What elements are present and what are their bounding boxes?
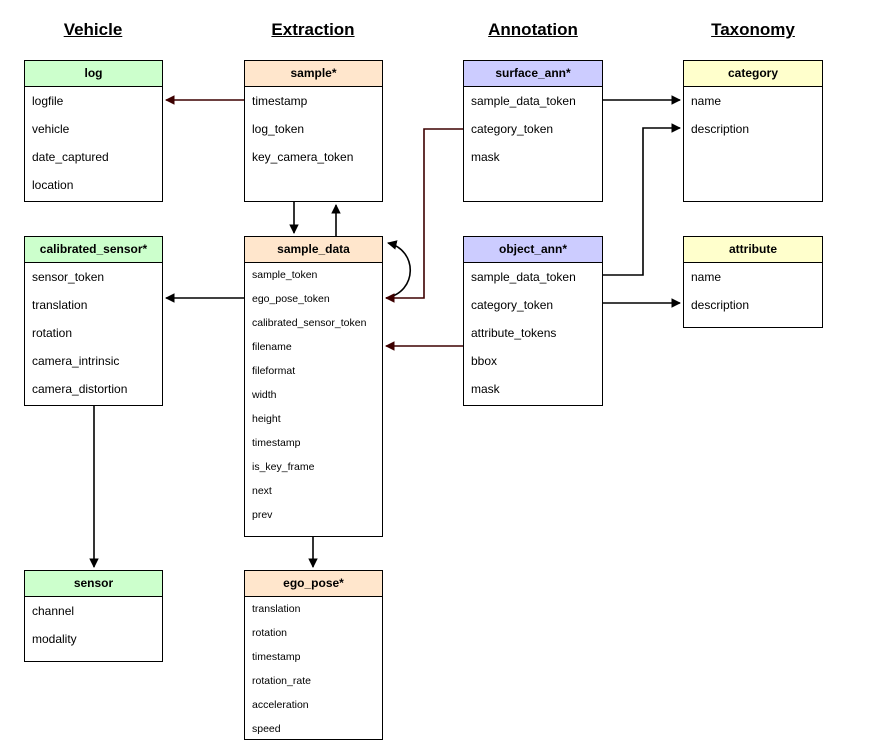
field-sample_data-is_key_frame[interactable]: is_key_frame (252, 461, 315, 473)
edge-surface-ann-to-sample-data (385, 128, 463, 303)
entity-surface_ann[interactable]: surface_ann* sample_data_token category_to… (463, 60, 603, 202)
group-title-vehicle-label: Vehicle (63, 20, 123, 39)
field-calibrated_sensor-sensor_token[interactable]: sensor_token (32, 270, 105, 284)
entity-header-attribute: attribute (684, 237, 822, 263)
field-sample-log_token[interactable]: log_token (252, 122, 305, 136)
entity-attribute[interactable]: attribute name description (683, 236, 823, 328)
field-sample_data-sample_token[interactable]: sample_token (252, 269, 318, 281)
group-title-vehicle: Vehicle (13, 20, 173, 40)
group-title-annotation: Annotation (453, 20, 613, 40)
group-title-annotation-label: Annotation (488, 20, 578, 39)
field-object_ann-attribute_tokens[interactable]: attribute_tokens (471, 326, 557, 340)
field-sample-key_camera_token[interactable]: key_camera_token (252, 150, 354, 164)
field-surface_ann-sample_data_token[interactable]: sample_data_token (471, 94, 576, 108)
entity-header-surface_ann: surface_ann* (464, 61, 602, 87)
entity-fields-attribute: name description (684, 263, 822, 319)
entity-ego_pose[interactable]: ego_pose* translation rotation timestamp rot… (244, 570, 383, 740)
entity-category[interactable]: category name description (683, 60, 823, 202)
group-title-extraction: Extraction (233, 20, 393, 40)
field-sample_data-calibrated_sensor_token[interactable]: calibrated_sensor_token (252, 317, 367, 329)
entity-object_ann[interactable]: object_ann* sample_data_token category_tok… (463, 236, 603, 406)
field-object_ann-sample_data_token[interactable]: sample_data_token (471, 270, 576, 284)
entity-fields-category: name description (684, 87, 822, 143)
entity-header-category: category (684, 61, 822, 87)
field-sensor-modality[interactable]: modality (32, 632, 77, 646)
field-calibrated_sensor-translation[interactable]: translation (32, 298, 88, 312)
entity-fields-sensor: channel modality (25, 597, 162, 653)
field-ego_pose-acceleration[interactable]: acceleration (252, 699, 309, 711)
field-attribute-description[interactable]: description (691, 298, 750, 312)
field-sample_data-height[interactable]: height (252, 413, 281, 425)
entity-fields-object_ann: sample_data_token category_token attribute… (464, 263, 602, 403)
field-sample_data-timestamp[interactable]: timestamp (252, 437, 301, 449)
field-surface_ann-mask[interactable]: mask (471, 150, 500, 164)
entity-sensor[interactable]: sensor channel modality (24, 570, 163, 662)
entity-sample[interactable]: sample* timestamp log_token key_camera_toke… (244, 60, 383, 202)
field-ego_pose-timestamp[interactable]: timestamp (252, 651, 301, 663)
field-category-description[interactable]: description (691, 122, 750, 136)
field-object_ann-category_token[interactable]: category_token (471, 298, 554, 312)
group-title-taxonomy-label: Taxonomy (711, 20, 795, 39)
field-calibrated_sensor-rotation[interactable]: rotation (32, 326, 73, 340)
field-sample_data-next[interactable]: next (252, 485, 272, 497)
field-sample-timestamp[interactable]: timestamp (252, 94, 308, 108)
field-log-logfile[interactable]: logfile (32, 94, 64, 108)
field-log-date_captured[interactable]: date_captured (32, 150, 109, 164)
group-title-taxonomy: Taxonomy (673, 20, 833, 40)
field-log-vehicle[interactable]: vehicle (32, 122, 70, 136)
field-sample_data-width[interactable]: width (252, 389, 277, 401)
field-calibrated_sensor-camera_distortion[interactable]: camera_distortion (32, 382, 128, 396)
field-calibrated_sensor-camera_intrinsic[interactable]: camera_intrinsic (32, 354, 120, 368)
entity-fields-ego_pose: translation rotation timestamp rotation_rat… (245, 597, 382, 741)
entity-fields-log: logfile vehicle date_captured location (25, 87, 162, 199)
entity-header-sample: sample* (245, 61, 382, 87)
entity-fields-sample_data: sample_token ego_pose_token calibrated_sen… (245, 263, 382, 527)
field-ego_pose-translation[interactable]: translation (252, 603, 301, 615)
entity-header-sample_data: sample_data (245, 237, 382, 263)
entity-header-log: log (25, 61, 162, 87)
edge-sample-data-self-loop (385, 240, 411, 299)
field-ego_pose-rotation[interactable]: rotation (252, 627, 288, 639)
entity-log[interactable]: log logfile vehicle date_captured location (24, 60, 163, 202)
field-object_ann-mask[interactable]: mask (471, 382, 500, 396)
field-ego_pose-speed[interactable]: speed (252, 723, 281, 735)
group-title-extraction-label: Extraction (271, 20, 355, 39)
entity-fields-calibrated_sensor: sensor_token translation rotation camera_in… (25, 263, 162, 403)
field-surface_ann-category_token[interactable]: category_token (471, 122, 554, 136)
field-log-location[interactable]: location (32, 178, 74, 192)
field-sample_data-prev[interactable]: prev (252, 509, 273, 521)
edge-object-ann-to-category (603, 123, 681, 276)
entity-header-object_ann: object_ann* (464, 237, 602, 263)
field-sample_data-ego_pose_token[interactable]: ego_pose_token (252, 293, 330, 305)
field-category-name[interactable]: name (691, 94, 722, 108)
entity-header-calibrated_sensor: calibrated_sensor* (25, 237, 162, 263)
field-attribute-name[interactable]: name (691, 270, 722, 284)
entity-header-sensor: sensor (25, 571, 162, 597)
entity-fields-sample: timestamp log_token key_camera_token (245, 87, 382, 171)
field-sensor-channel[interactable]: channel (32, 604, 75, 618)
field-sample_data-fileformat[interactable]: fileformat (252, 365, 296, 377)
entity-header-ego_pose: ego_pose* (245, 571, 382, 597)
field-object_ann-bbox[interactable]: bbox (471, 354, 498, 368)
field-sample_data-filename[interactable]: filename (252, 341, 292, 353)
entity-calibrated_sensor[interactable]: calibrated_sensor* sensor_token translatio… (24, 236, 163, 406)
field-ego_pose-rotation_rate[interactable]: rotation_rate (252, 675, 311, 687)
